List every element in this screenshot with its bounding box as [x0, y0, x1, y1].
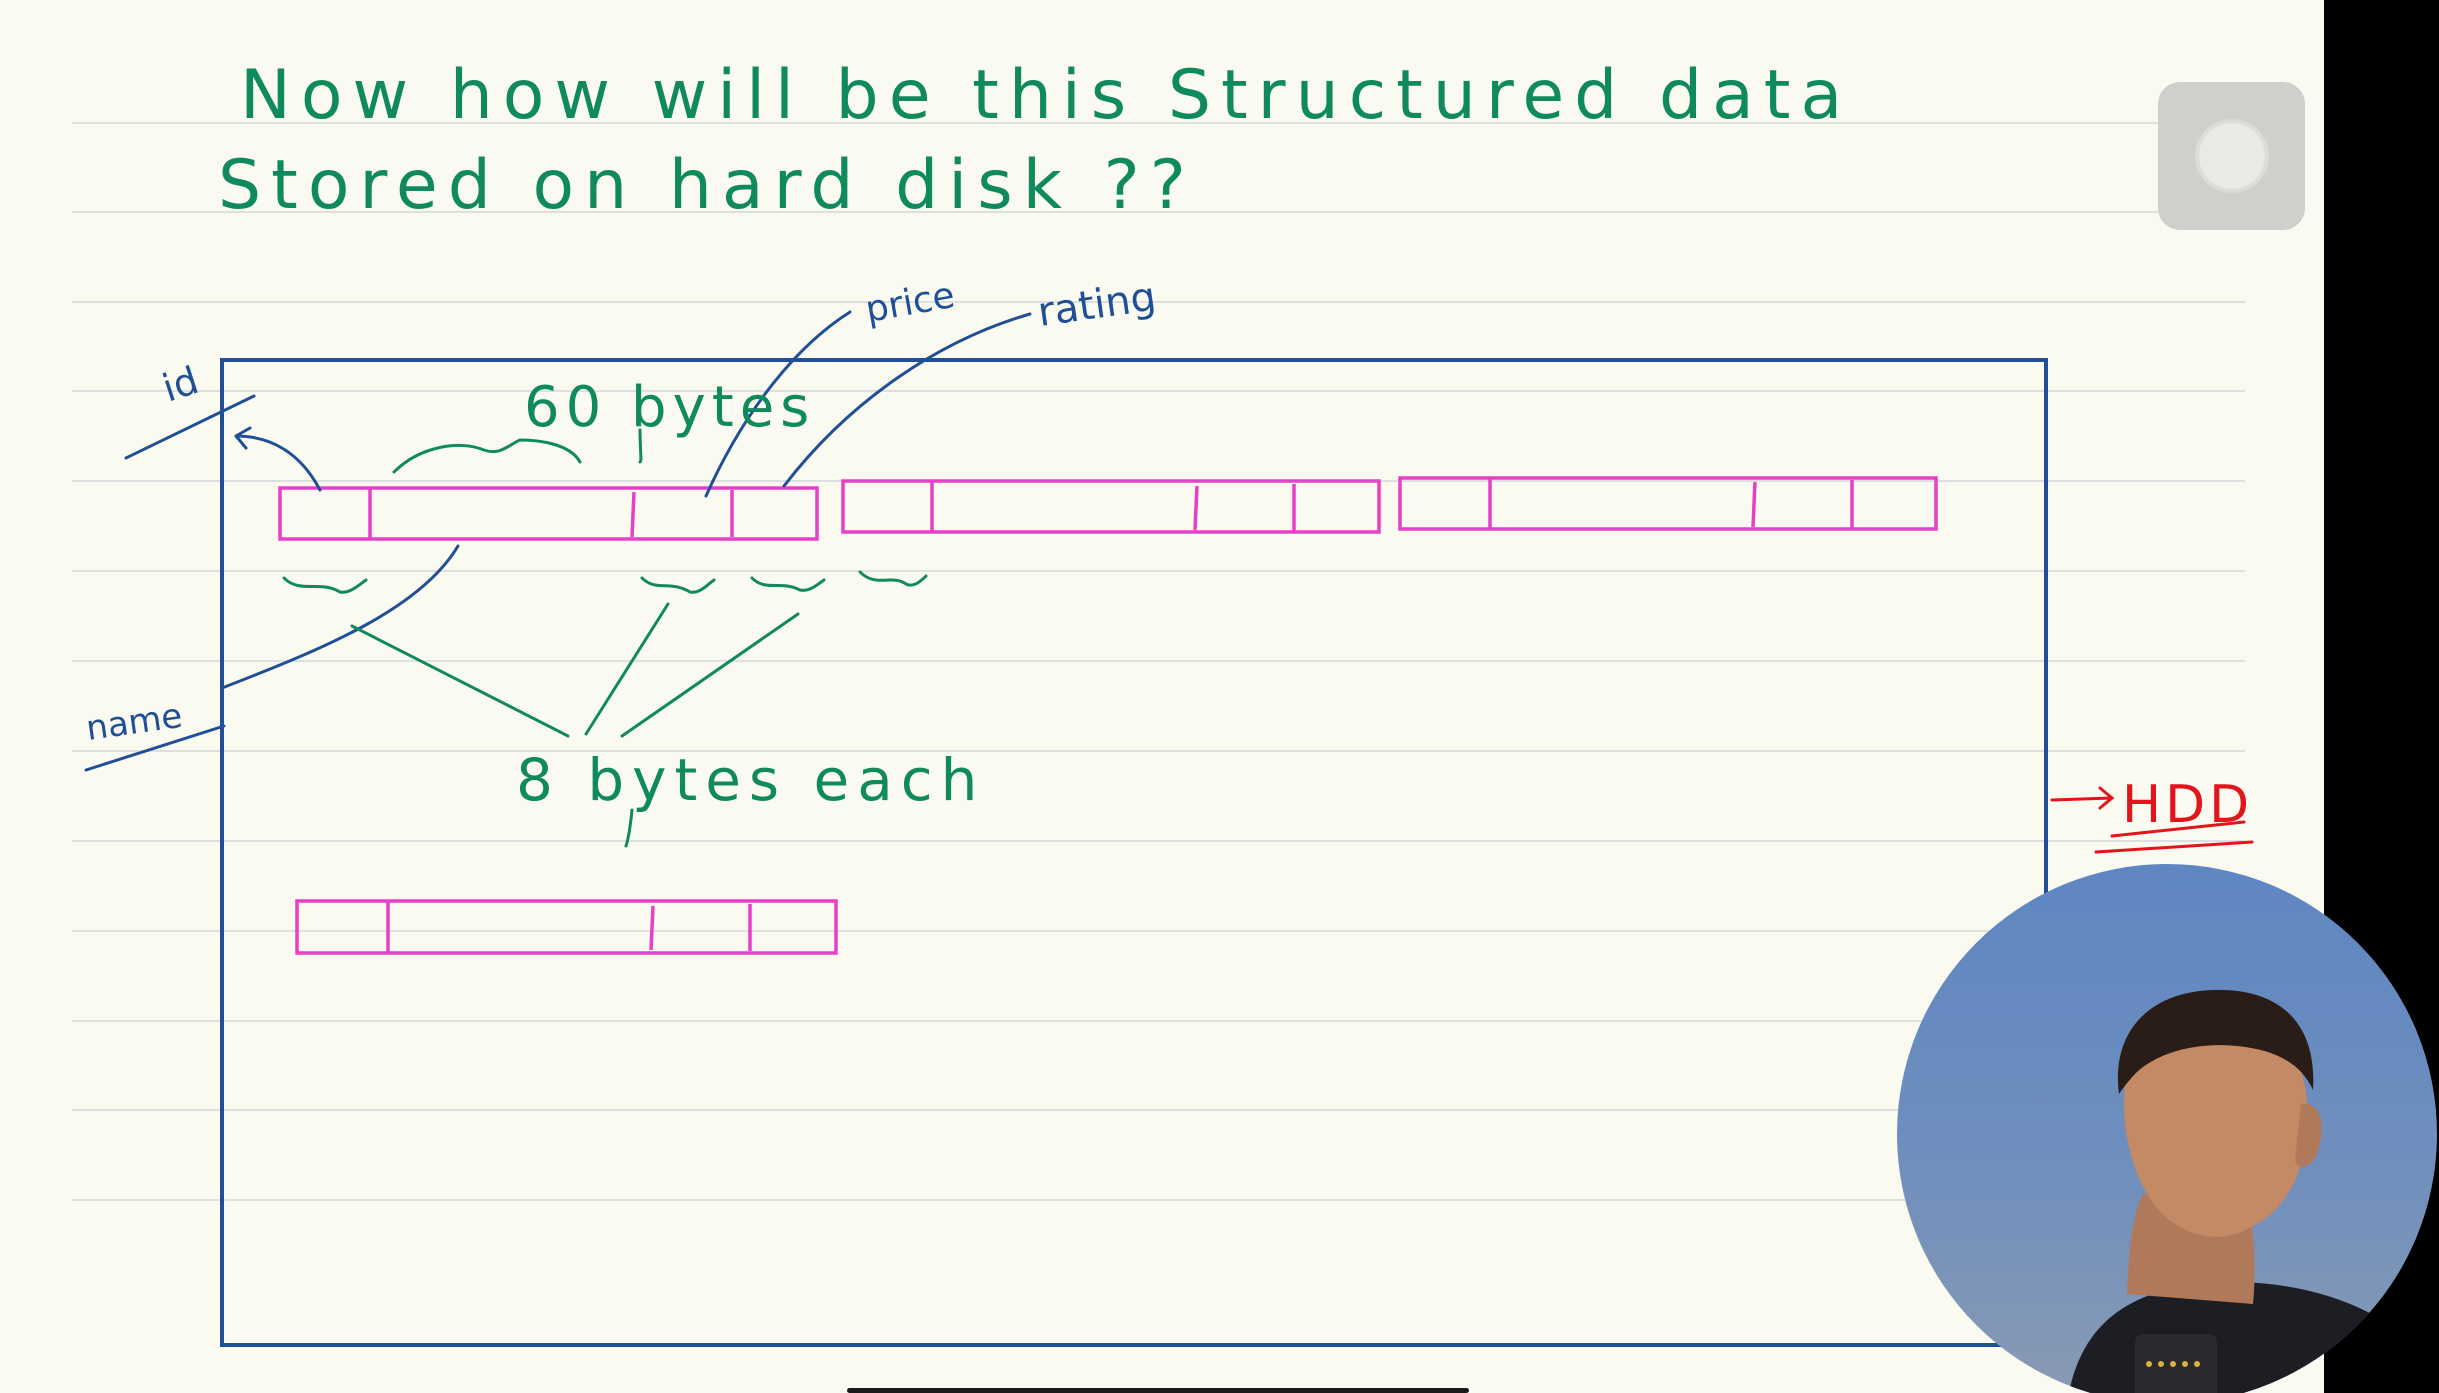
heading-line-2: Stored on hard disk ??	[218, 146, 1196, 225]
brace-price	[640, 576, 716, 594]
presenter-silhouette	[2068, 989, 2434, 1393]
hdd-arrow	[2050, 786, 2254, 854]
blue-annotations	[84, 310, 1032, 772]
home-indicator	[847, 1388, 1469, 1393]
id-arrow	[234, 434, 322, 492]
name-arrow	[220, 544, 460, 690]
name-underline	[84, 724, 226, 772]
id-label: id	[157, 358, 204, 411]
pointer-1	[350, 624, 570, 738]
record-button-icon	[2198, 123, 2265, 189]
field-size-label: 60 bytes	[524, 375, 815, 440]
pointer-3	[620, 612, 800, 738]
record-row-1	[278, 476, 1938, 541]
record-1	[278, 486, 819, 541]
record-3	[1398, 476, 1938, 531]
notebook-page: Now how will be this Structured data Sto…	[0, 0, 2324, 1393]
each-size-label: 8 bytes each	[516, 746, 985, 814]
hdd-underline-2	[2094, 840, 2254, 854]
name-label: name	[84, 696, 185, 749]
record-row-2	[295, 899, 838, 955]
id-underline	[124, 394, 256, 460]
rating-arrow	[782, 312, 1032, 488]
brace-next	[858, 570, 928, 587]
green-annotations	[282, 428, 928, 848]
record-button[interactable]	[2158, 82, 2305, 230]
rating-label: rating	[1035, 274, 1159, 336]
webcam-presenter	[1897, 864, 2437, 1393]
disk-outline	[220, 358, 2048, 1347]
hdd-underline-1	[2110, 820, 2246, 838]
heading-line-1: Now how will be this Structured data	[240, 56, 1852, 135]
notebook-canvas: Now how will be this Structured data Sto…	[72, 56, 2254, 1347]
hdd-label: HDD	[2122, 775, 2253, 835]
price-label: price	[862, 275, 957, 331]
pointer-2	[584, 602, 670, 736]
field-brace	[392, 438, 582, 474]
brace-rating	[750, 576, 826, 592]
record-2	[841, 479, 1381, 534]
brace-id	[282, 576, 368, 594]
price-arrow	[704, 310, 852, 498]
ruled-lines	[72, 122, 2245, 1201]
record-4	[295, 899, 838, 955]
